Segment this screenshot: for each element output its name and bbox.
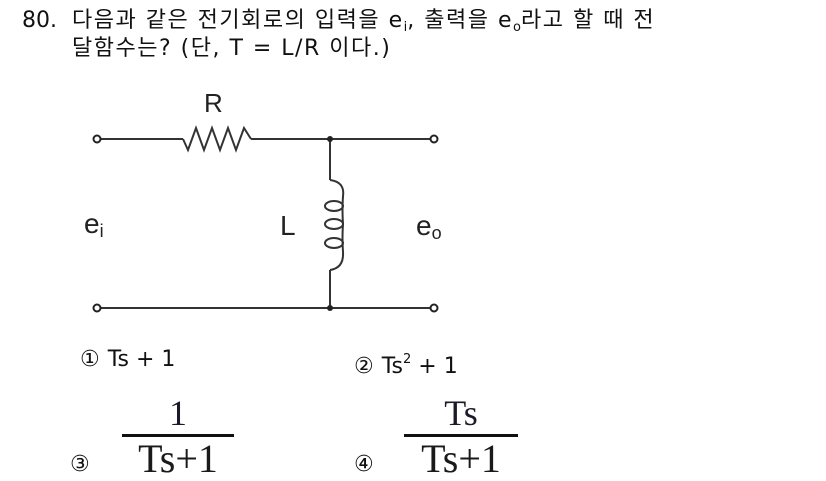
inductor-loop xyxy=(324,200,344,212)
option-4-fraction[interactable]: Ts Ts+1 xyxy=(404,394,518,479)
superscript: 2 xyxy=(403,352,412,367)
question-line-2: 달함수는? (단, T = L/R 이다.) xyxy=(72,36,392,61)
resistor-label: R xyxy=(204,88,223,118)
option-4-marker[interactable]: ④ xyxy=(354,452,374,477)
output-voltage-label: eo xyxy=(416,210,442,243)
option-text: + 1 xyxy=(411,354,458,379)
resistor-symbol xyxy=(182,125,252,153)
option-text: Ts + 1 xyxy=(107,347,176,372)
option-3-marker[interactable]: ③ xyxy=(70,452,90,477)
fraction-bar xyxy=(404,434,518,437)
question-text: , 출력을 e xyxy=(407,8,514,33)
numerator: 1 xyxy=(169,393,187,433)
option-marker: ② xyxy=(354,354,374,379)
junction-dot xyxy=(327,305,333,311)
question-text: 다음과 같은 전기회로의 입력을 e xyxy=(72,8,404,33)
terminal-output-top xyxy=(429,134,439,144)
terminal-input-bottom xyxy=(92,303,102,313)
terminal-output-bottom xyxy=(429,303,439,313)
denominator: Ts+1 xyxy=(421,436,501,481)
inductor-loop xyxy=(324,218,344,230)
numerator: Ts xyxy=(444,393,478,433)
terminal-input-top xyxy=(92,134,102,144)
option-1[interactable]: ① Ts + 1 xyxy=(80,347,175,373)
denominator: Ts+1 xyxy=(138,436,218,481)
junction-dot xyxy=(327,136,333,142)
option-2[interactable]: ② Ts2 + 1 xyxy=(354,347,458,380)
inductor-label: L xyxy=(280,210,296,241)
question-text: 라고 할 때 전 xyxy=(520,8,656,33)
subscript-i: i xyxy=(403,20,408,35)
option-3-fraction[interactable]: 1 Ts+1 xyxy=(122,394,234,479)
input-voltage-label: ei xyxy=(84,208,104,241)
fraction-bar xyxy=(122,434,234,437)
inductor-loop xyxy=(324,237,344,249)
question-number: 80. xyxy=(22,8,57,33)
subscript-o: o xyxy=(513,20,521,35)
option-text: Ts xyxy=(381,354,403,379)
inductor-outer xyxy=(329,179,345,271)
option-marker: ① xyxy=(80,347,100,372)
question-line-1: 다음과 같은 전기회로의 입력을 ei, 출력을 eo라고 할 때 전 xyxy=(72,8,655,41)
